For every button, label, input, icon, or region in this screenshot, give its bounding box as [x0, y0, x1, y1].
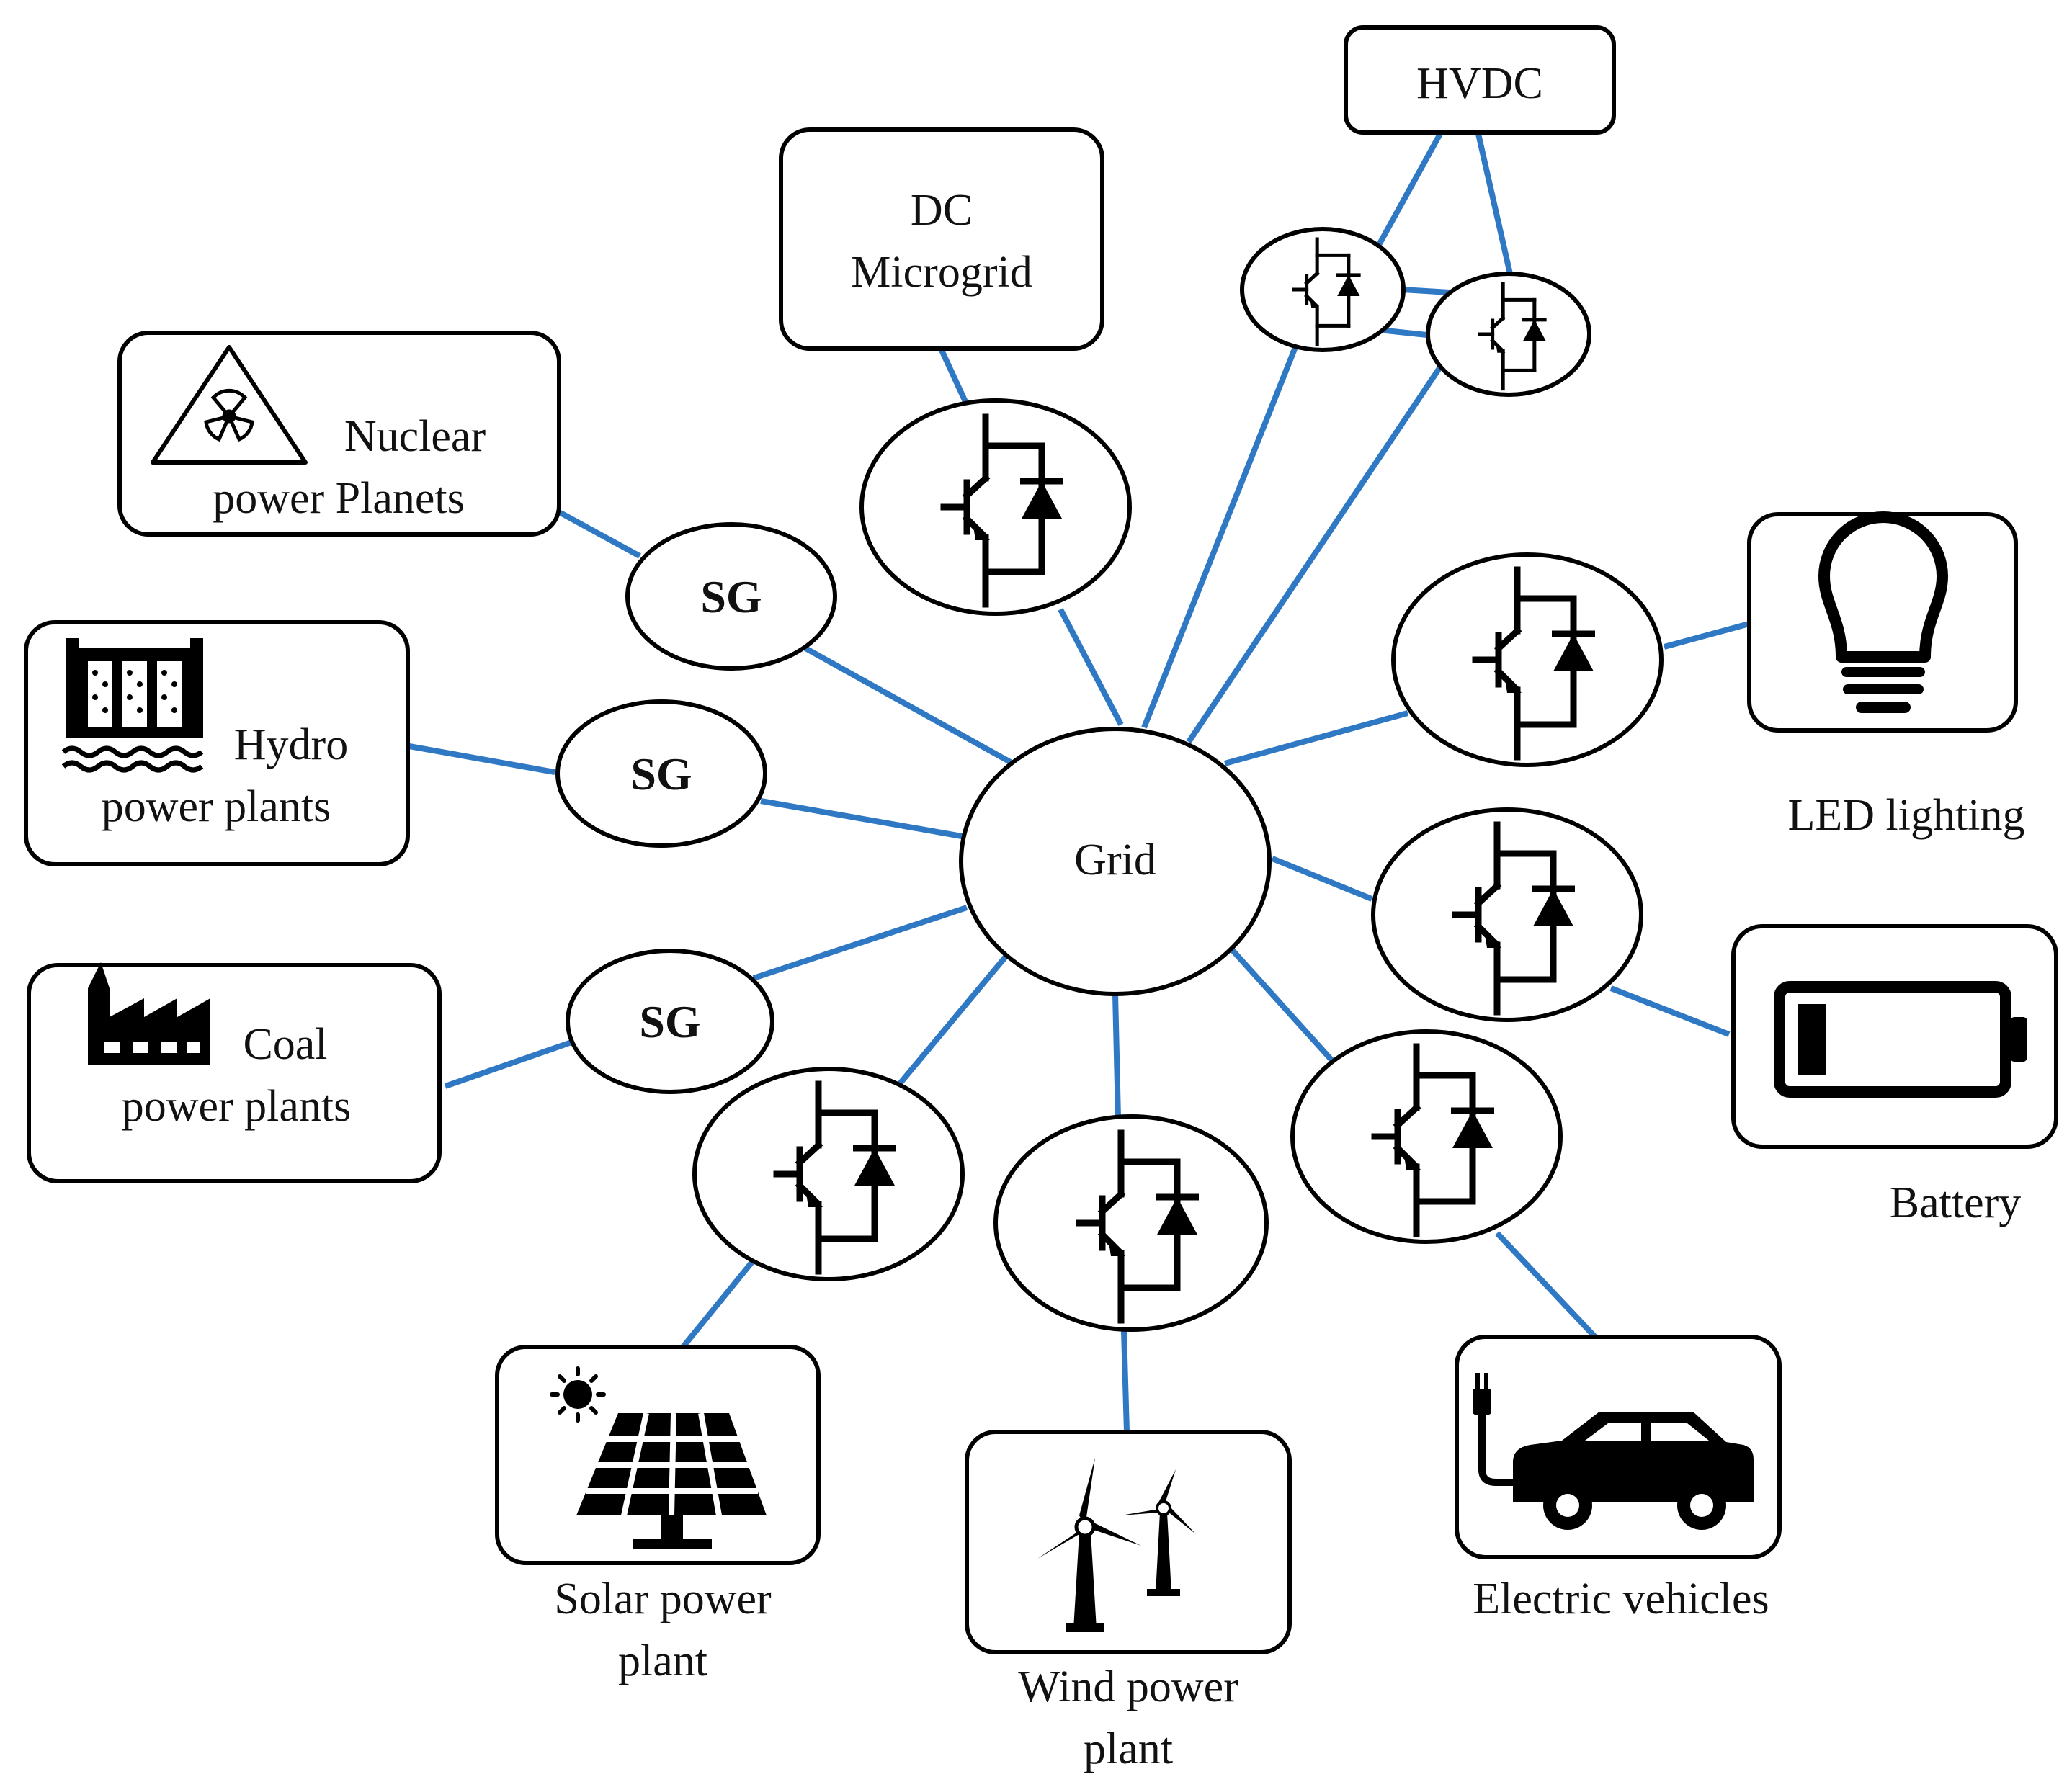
grid-hub[interactable]: Grid: [959, 727, 1272, 996]
solar-label-line1: Solar power: [554, 1575, 772, 1623]
igbt-converter-ev[interactable]: [1290, 1029, 1563, 1244]
battery-box[interactable]: Battery: [1731, 924, 2058, 1227]
led-lighting-box[interactable]: LED lighting: [1747, 511, 2025, 840]
wind-power-box[interactable]: Wind power plant: [965, 1430, 1292, 1773]
hydro-power-box[interactable]: Hydro power plants: [24, 620, 410, 866]
dc-microgrid-label-line2: Microgrid: [851, 248, 1032, 297]
sg-label: SG: [700, 571, 762, 622]
electric-vehicles-label: Electric vehicles: [1473, 1575, 1769, 1623]
nuclear-power-box[interactable]: Nuclear power Planets: [117, 331, 561, 537]
nuclear-label-line2: power Planets: [213, 474, 465, 523]
dc-microgrid-label-line1: DC: [911, 186, 973, 235]
nuclear-label-line1: Nuclear: [344, 412, 486, 461]
battery-icon: [1774, 981, 2027, 1098]
wind-label-line2: plant: [1084, 1724, 1173, 1773]
hvdc-label: HVDC: [1416, 59, 1543, 108]
sg-label: SG: [639, 996, 700, 1047]
coal-label-line1: Coal: [243, 1020, 327, 1069]
solar-label-line2: plant: [618, 1636, 707, 1685]
coal-power-box[interactable]: Coal power plants: [27, 962, 442, 1183]
solar-power-box[interactable]: Solar power plant: [495, 1345, 821, 1685]
igbt-converter-led[interactable]: [1391, 552, 1664, 767]
igbt-converter-battery[interactable]: [1371, 807, 1643, 1022]
sg-label: SG: [630, 748, 692, 800]
radiation-icon: [151, 345, 308, 465]
grid-label: Grid: [1074, 836, 1156, 884]
sg-converter-coal[interactable]: SG: [566, 949, 774, 1094]
electric-car-icon: [1473, 1373, 1754, 1530]
battery-label: Battery: [1890, 1178, 2022, 1227]
igbt-converter-hvdc-a[interactable]: [1240, 227, 1406, 352]
factory-icon: [88, 962, 210, 1065]
hydro-label-line2: power plants: [102, 782, 331, 831]
coal-label-line2: power plants: [122, 1082, 352, 1131]
igbt-converter-wind[interactable]: [993, 1114, 1269, 1332]
hvdc-box[interactable]: HVDC: [1344, 25, 1616, 135]
connection-lines: [408, 131, 1751, 1433]
dc-microgrid-box[interactable]: DC Microgrid: [779, 127, 1104, 351]
electric-vehicles-box[interactable]: Electric vehicles: [1455, 1335, 1782, 1623]
light-bulb-icon: [1818, 511, 1948, 713]
wind-label-line1: Wind power: [1018, 1662, 1238, 1711]
wind-turbine-icon: [1037, 1458, 1196, 1632]
hydro-label-line1: Hydro: [234, 720, 348, 769]
igbt-converter-dc-microgrid[interactable]: [859, 398, 1132, 616]
led-lighting-label: LED lighting: [1788, 791, 2025, 840]
igbt-converter-solar[interactable]: [692, 1067, 965, 1281]
igbt-converter-hvdc-b[interactable]: [1426, 272, 1591, 397]
solar-panel-icon: [550, 1366, 767, 1549]
sg-converter-nuclear[interactable]: SG: [625, 522, 837, 671]
sg-converter-hydro[interactable]: SG: [555, 699, 767, 848]
dam-icon: [61, 638, 204, 773]
